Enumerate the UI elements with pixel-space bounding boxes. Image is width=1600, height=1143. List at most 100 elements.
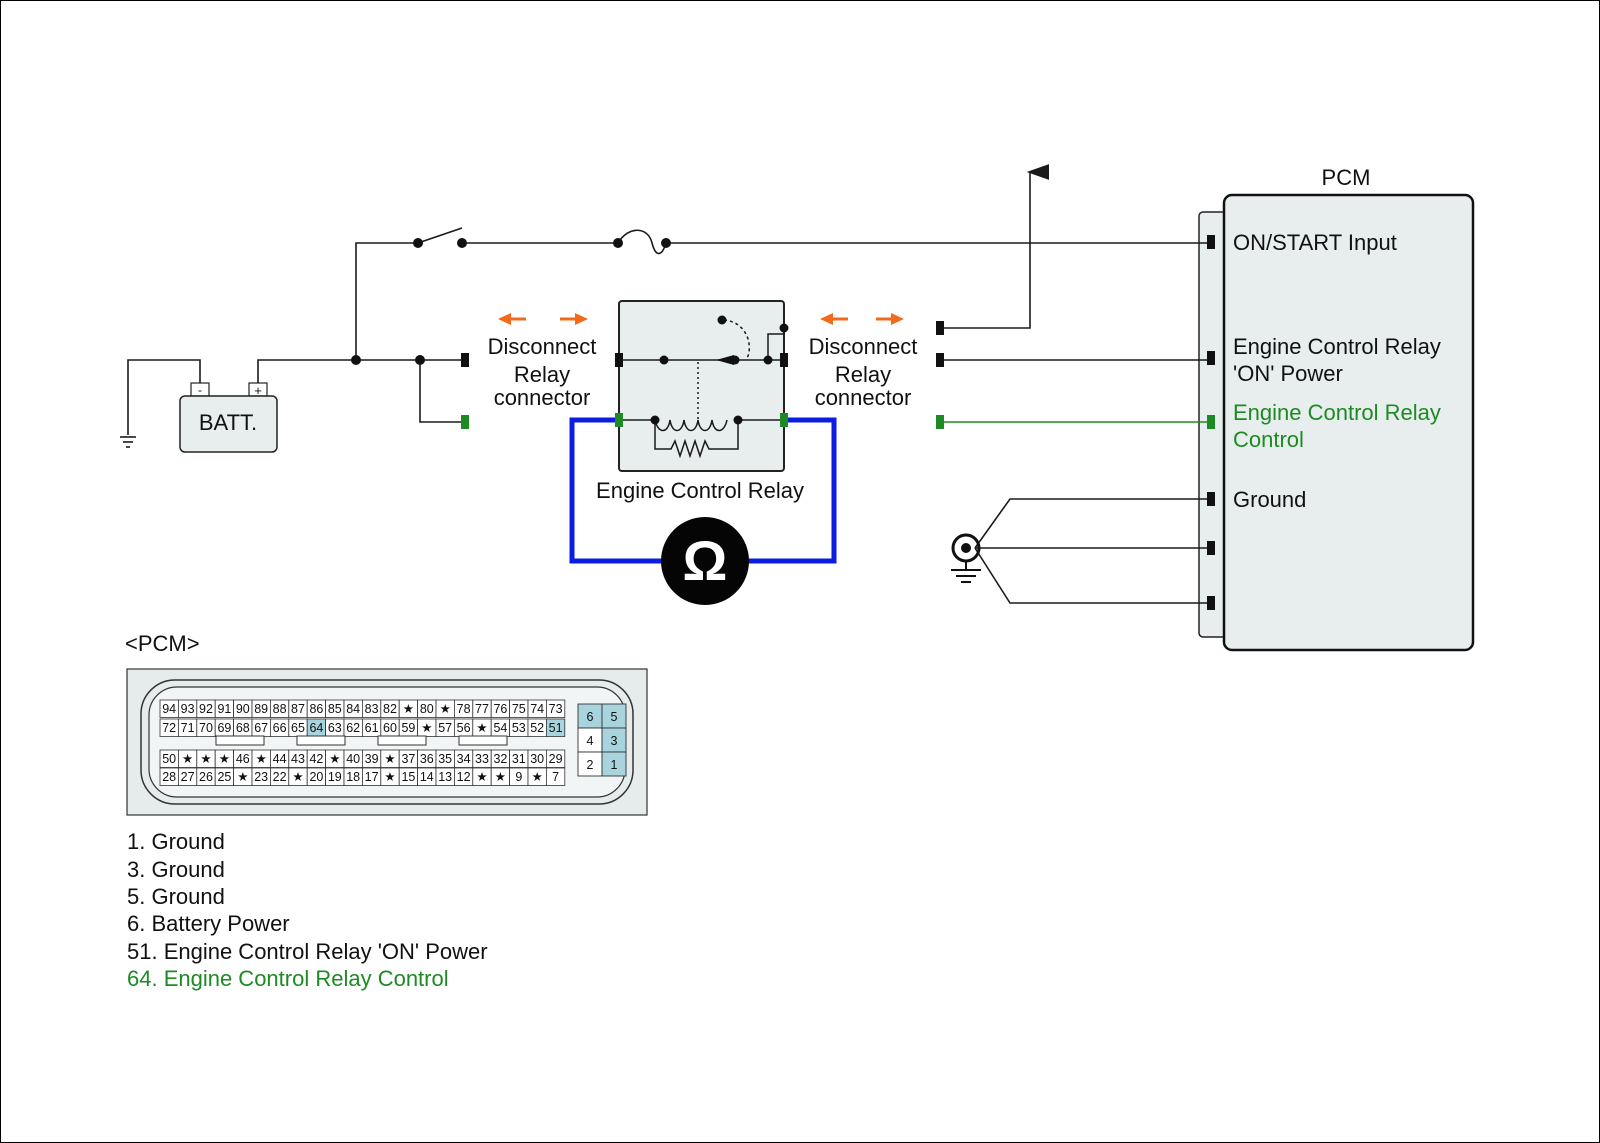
relay-pin-left-power [615, 353, 623, 367]
pcm-ecr-on-power-label-line1: Engine Control Relay [1233, 334, 1441, 359]
connector-pin-label: 61 [365, 721, 379, 735]
harness-terminal-right-control [936, 415, 944, 429]
battery-body [179, 395, 278, 453]
connector-pin-label: 33 [475, 752, 489, 766]
pcm-pin-ground-3 [1207, 596, 1215, 610]
connector-pin-label: 17 [365, 770, 379, 784]
connector-pin-label: 63 [328, 721, 342, 735]
wire-ground-3 [974, 547, 1207, 604]
fuse-contact-left [613, 238, 623, 248]
wires [127, 164, 1207, 604]
connector-pin-label: ★ [200, 752, 211, 766]
connector-pin-label: 62 [346, 721, 360, 735]
connector-pin-label: 67 [254, 721, 268, 735]
connector-pin-label: 14 [420, 770, 434, 784]
disconnect-right: Disconnect Relay connector [809, 313, 917, 410]
pin-legend-item-1: 1. Ground [127, 829, 225, 854]
connector-pin-label: ★ [384, 770, 395, 784]
ohmmeter-body [661, 517, 749, 605]
connector-pin-label: 12 [457, 770, 471, 784]
connector-pin-label: 93 [181, 702, 195, 716]
pcm-connector-title: <PCM> [125, 631, 200, 656]
connector-pin-label: ★ [532, 770, 543, 784]
wire-relay-output-arrow [943, 164, 1050, 329]
battery: - + BATT. [179, 382, 278, 453]
connector-pin-cell [546, 767, 566, 786]
wire-ground-1 [974, 498, 1207, 549]
connector-pin-label: 68 [236, 721, 250, 735]
ground-symbol-pcm [951, 533, 981, 583]
connector-pin-label: 94 [162, 702, 176, 716]
connector-pin-cell [546, 699, 566, 718]
disconnect-right-arrows [820, 313, 904, 325]
relay-pin-left-coil [615, 413, 623, 427]
connector-pin-label: 78 [457, 702, 471, 716]
connector-pin-label: 86 [309, 702, 323, 716]
connector-pin-label: 69 [217, 721, 231, 735]
connector-pin-label: 87 [291, 702, 305, 716]
connector-pin-label: 42 [309, 752, 323, 766]
connector-pin-label: 22 [273, 770, 287, 784]
connector-pin-label: 30 [530, 752, 544, 766]
connector-pin-label: 66 [273, 721, 287, 735]
connector-pin-label: ★ [476, 721, 487, 735]
wire-battery-to-coil [419, 360, 465, 423]
harness-terminal-right-output [936, 321, 944, 335]
disconnect-left: Disconnect Relay connector [488, 313, 596, 410]
ohmmeter: Ω [569, 417, 837, 605]
connector-pin-label: 26 [199, 770, 213, 784]
disconnect-right-label-line3: connector [815, 385, 912, 410]
connector-small-pin-cell [601, 751, 627, 777]
connector-pin-label: 50 [162, 752, 176, 766]
connector-pin-label: 65 [291, 721, 305, 735]
connector-pin-label: 29 [549, 752, 563, 766]
pcm-on-start-input-label: ON/START Input [1233, 230, 1397, 255]
connector-pin-label: 72 [162, 721, 176, 735]
junction-dots [351, 238, 671, 365]
harness-terminal-left-power [461, 353, 469, 367]
disconnect-left-label-line3: connector [494, 385, 591, 410]
ignition-contact-right [457, 238, 467, 248]
wire-battery-positive [257, 359, 465, 383]
ignition-switch-blade [417, 227, 463, 244]
connector-pin-label: 92 [199, 702, 213, 716]
pcm-ecr-on-power-label-line2: 'ON' Power [1233, 361, 1343, 386]
connector-pin-label: 15 [401, 770, 415, 784]
junction-battery [351, 355, 361, 365]
relay-body [618, 300, 785, 472]
pcm-ecr-control-label-line2: Control [1233, 427, 1304, 452]
pin-legend-item-64: 64. Engine Control Relay Control [127, 966, 449, 991]
pcm-pin-on-start [1207, 235, 1215, 249]
connector-pin-label: 20 [309, 770, 323, 784]
connector-pin-label: 51 [549, 721, 563, 735]
connector-pin-cell [546, 718, 566, 737]
connector-pin-label: 40 [346, 752, 360, 766]
connector-pin-label: 52 [530, 721, 544, 735]
connector-pin-label: 84 [346, 702, 360, 716]
fuse-contact-right [661, 238, 671, 248]
pcm-title: PCM [1322, 165, 1371, 190]
connector-pin-label: 28 [162, 770, 176, 784]
connector-pin-label: 71 [181, 721, 195, 735]
connector-pin-label: ★ [421, 721, 432, 735]
pcm-pin-ground-1 [1207, 492, 1215, 506]
connector-small-pin-label: 3 [611, 734, 618, 748]
relay-pin-right-power [780, 353, 788, 367]
harness-terminal-left-coil [461, 415, 469, 429]
connector-pin-label: 56 [457, 721, 471, 735]
connector-pin-cell [546, 749, 566, 768]
connector-pin-label: ★ [219, 752, 230, 766]
meter-lead-right [748, 417, 837, 564]
connector-pin-label: 53 [512, 721, 526, 735]
pin-legend-item-51: 51. Engine Control Relay 'ON' Power [127, 939, 488, 964]
connector-pin-label: 7 [552, 770, 559, 784]
connector-pin-label: 9 [515, 770, 522, 784]
fuse-element [617, 229, 667, 255]
connector-pin-label: 19 [328, 770, 342, 784]
connector-pin-label: 80 [420, 702, 434, 716]
ignition-contact-left [413, 238, 423, 248]
connector-small-pin-label: 4 [587, 734, 594, 748]
connector-pin-label: 54 [493, 721, 507, 735]
